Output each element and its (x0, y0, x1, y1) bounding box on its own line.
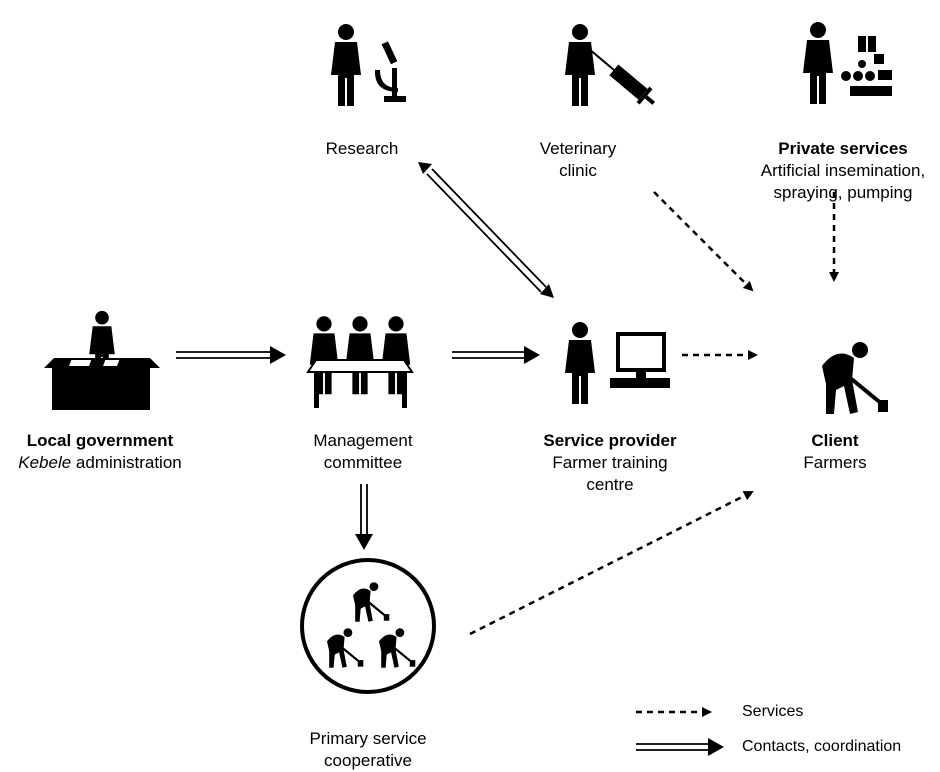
service-arrow-veterinary-client (653, 191, 754, 292)
syringe-person-icon (565, 24, 655, 106)
label-client: Client Farmers (803, 431, 867, 472)
legend-double-arrow-icon (636, 738, 724, 756)
contact-arrow-research-provider (418, 162, 554, 298)
microscope-person-icon (331, 24, 406, 106)
desk-person-icon (44, 310, 160, 410)
service-arrow-cooperative-client (469, 490, 754, 636)
committee-table-icon (306, 316, 414, 408)
label-management-committee: Management committee (313, 431, 413, 472)
computer-person-icon (565, 322, 670, 404)
farmers-group-icon (300, 558, 436, 694)
legend-services-label: Services (742, 703, 804, 720)
label-local-government: Local government Kebele administration (18, 431, 182, 472)
label-veterinary-clinic: Veterinary clinic (539, 139, 617, 180)
legend-contacts-label: Contacts, coordination (742, 738, 902, 755)
label-research: Research (325, 139, 399, 158)
label-primary-service-cooperative: Primary service cooperative (309, 729, 427, 770)
contact-arrow-committee-cooperative (355, 484, 373, 550)
contact-arrow-gov-committee (176, 346, 286, 364)
label-service-provider: Service provider Farmer training centre (543, 431, 677, 494)
label-private-services: Private services Artificial insemination… (760, 139, 926, 202)
supplies-person-icon (803, 22, 892, 104)
farmer-hoe-icon (820, 340, 890, 416)
contact-arrow-committee-provider (452, 346, 540, 364)
